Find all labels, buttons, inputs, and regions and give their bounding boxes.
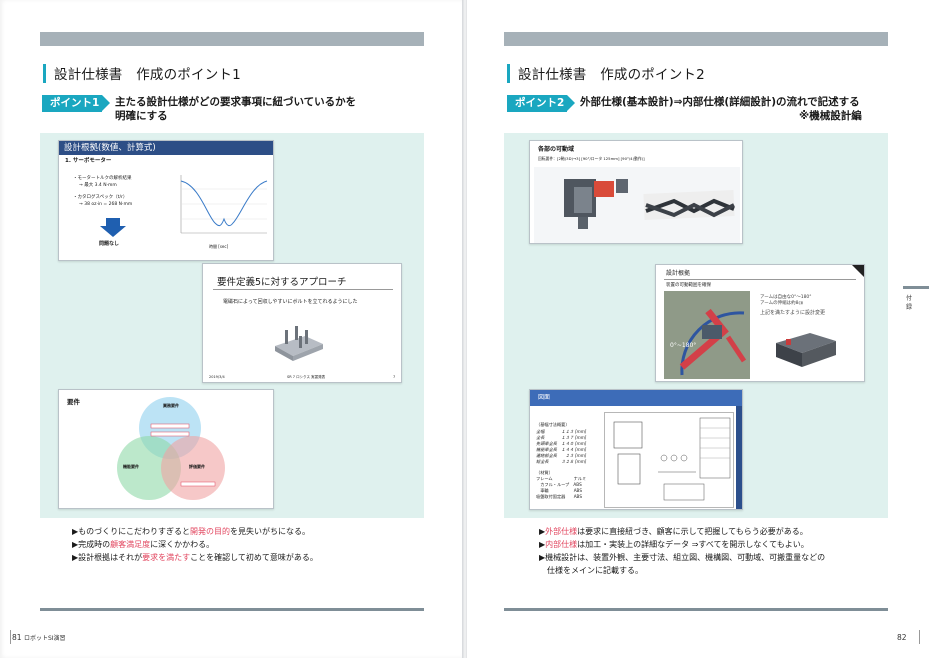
title-accent: [507, 63, 510, 83]
text-line: → 最大 3.4 N·mm: [79, 183, 117, 188]
title-accent: [43, 63, 46, 83]
spec-row: 全長 １３７ [mm]: [536, 435, 587, 440]
slide-title: 図面: [538, 394, 551, 401]
header-bar: [504, 32, 888, 46]
x-axis-label: 時間 [sec]: [209, 244, 229, 249]
torque-plot: [180, 175, 268, 234]
bolt-fixture-image: [275, 326, 323, 361]
slide-approach: 要件定義5に対するアプローチ 電磁石によって回収しやすいにボルトを立てれるように…: [202, 263, 402, 383]
spec-row: 機能車全長 １４４ [mm]: [536, 447, 587, 452]
slide-design-basis: 設計根拠 装置の可動範囲を確保 0°~180° アームは自由な0°〜180° ア…: [655, 264, 865, 382]
text-line: ・カタログスペック（t/r）: [73, 195, 128, 200]
slide-title: 各部の可動域: [538, 146, 575, 153]
slide-footer-page: 7: [393, 375, 396, 379]
point-text-line1: 主たる設計仕様がどの要求事項に紐づいているかを: [115, 96, 357, 108]
spec-row: 総全長 ３２８ [mm]: [536, 459, 587, 464]
text-line: ・モータートルクの解析結果: [73, 176, 132, 181]
slide-range-of-motion: 各部の可動域 回転要件：[2軸(3D)→3] [90°/ロータ 125mm] […: [529, 140, 743, 244]
footer-label: ロボットSI演習: [23, 635, 66, 642]
point-badge: ポイント1: [42, 95, 110, 112]
appendix-tab-label: 付録: [906, 294, 912, 312]
footer-rule: [504, 608, 888, 611]
page-number: 82: [897, 633, 907, 642]
material-row: 吸盤取付固定器 ABS: [536, 494, 583, 499]
left-page: 設計仕様書 作成のポイント1 ポイント1 主たる設計仕様がどの要求事項に紐づいて…: [0, 0, 463, 658]
header-bar: [40, 32, 424, 46]
spec-row: 先頭車全長 １４０ [mm]: [536, 441, 587, 446]
bullet-item: ▶完成時の顧客満足度に深くかかわる。: [72, 540, 215, 549]
slide-title: 要件: [67, 398, 80, 406]
note-text: アームは自由な0°〜180°: [760, 295, 812, 300]
point-text-line1: 外部仕様(基本設計)⇒内部仕様(詳細設計)の流れで記述する: [580, 96, 860, 108]
slide-footer-title: SR 7 ロシクス 実習発表: [287, 375, 326, 379]
note-text: アームの伸縮は約8㎝: [760, 301, 803, 306]
venn-diagram: [117, 397, 225, 500]
venn-label-left: 機能要件: [123, 464, 139, 469]
slide-requirements: 要件 業務要件 機能要件 評価要件: [58, 389, 274, 509]
text-line: → 38 oz·in = 268 N·mm: [79, 202, 133, 207]
point-text-line2: 明確にする: [115, 110, 168, 122]
bullet-item: 仕様をメインに記載する。: [539, 566, 643, 575]
technical-drawing: [604, 412, 734, 508]
spec-row: 連結部全長 ２３ [mm]: [536, 453, 587, 458]
slide-subheading: 1. サーボモーター: [65, 158, 112, 164]
conclusion-text: 問題なし: [99, 241, 120, 247]
page-title: 設計仕様書 作成のポイント1: [54, 67, 241, 83]
point-text-line2: ※機械設計編: [799, 110, 862, 122]
footer-rule: [40, 608, 424, 611]
corner-mark-icon: [852, 265, 864, 277]
slide-drawing: 図面 （基幅寸法概要） 全幅 １１３ [mm] 全長 １３７ [mm] 先頭車全…: [529, 389, 743, 510]
bullet-item: ▶外部仕様は要求に直接紐づき、顧客に示して把握してもらう必要がある。: [539, 527, 808, 536]
spec-header: （基幅寸法概要）: [536, 422, 570, 427]
robot-arm-render: [534, 167, 740, 243]
slide-title: 設計根拠: [666, 270, 691, 277]
note-text: 上記を満たすように設計変更: [760, 310, 826, 316]
spec-row: 全幅 １１３ [mm]: [536, 429, 587, 434]
slide-subtitle: 装置の可動範囲を確保: [666, 283, 711, 288]
slide-design-basis: 設計根拠(数値、計算式) 1. サーボモーター ・モータートルクの解析結果 → …: [58, 140, 274, 261]
slide-footer-date: 2019/3/4: [209, 375, 225, 379]
page-title: 設計仕様書 作成のポイント2: [518, 67, 705, 83]
gripper-render: [766, 325, 842, 371]
page-footer: 81 ロボットSI演習: [12, 633, 66, 642]
section-title: 設計仕様書 作成のポイント1: [43, 63, 241, 83]
venn-label-right: 評価要件: [189, 464, 205, 469]
slide-subtitle: 回転要件：[2軸(3D)→3] [90°/ロータ 125mm] [90°/4(動…: [538, 156, 645, 161]
material-header: （材質）: [536, 470, 553, 475]
point-badge: ポイント2: [507, 95, 575, 112]
bullet-item: ▶機械設計は、装置外観、主要寸法、組立図、機構図、可動域、可搬重量などの: [539, 553, 826, 562]
slide-heading: 設計根拠(数値、計算式): [64, 143, 156, 153]
appendix-tab[interactable]: [903, 286, 929, 289]
appendix-tab-text: 付録: [906, 295, 913, 311]
angle-label: 0°~180°: [670, 342, 697, 349]
page-number: 81: [12, 633, 22, 642]
material-row: カフル・ループ ABS: [536, 482, 582, 487]
book-spine: [462, 0, 468, 658]
material-row: 車輪 ABS: [536, 488, 583, 493]
down-arrow-icon: [100, 218, 126, 237]
venn-label-top: 業務要件: [163, 403, 179, 408]
section-title: 設計仕様書 作成のポイント2: [507, 63, 705, 83]
slide-text: 電磁石によって回収しやすいにボルトを立てれるようにした: [223, 299, 358, 305]
bullet-item: ▶内部仕様は加工・実装上の詳細なデータ ⇒すべてを開示しなくてもよい。: [539, 540, 809, 549]
bullet-item: ▶ものづくりにこだわりすぎると開発の目的を見失いがちになる。: [72, 527, 310, 536]
right-page: 設計仕様書 作成のポイント2 ポイント2 外部仕様(基本設計)⇒内部仕様(詳細設…: [467, 0, 931, 658]
material-row: フレーム ナルミ: [536, 476, 587, 481]
slide-title: 要件定義5に対するアプローチ: [217, 277, 347, 288]
arm-motion-diagram: [664, 291, 750, 379]
bullet-item: ▶設計根拠はそれが要求を満たすことを確認して初めて意味がある。: [72, 553, 318, 562]
